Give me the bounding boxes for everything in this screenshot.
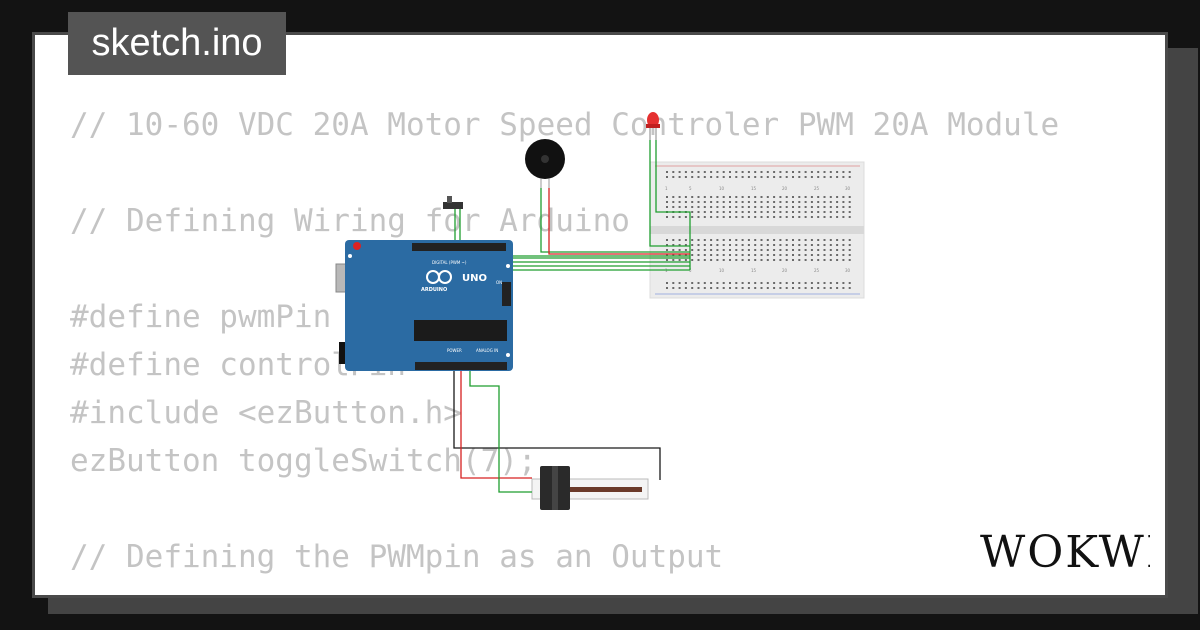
slide-potentiometer[interactable] [531,466,649,510]
svg-text:10: 10 [719,268,725,273]
svg-text:30: 30 [845,186,851,191]
board-analog-label: ANALOG IN [476,348,498,353]
breadboard-holes [666,171,851,289]
svg-text:1: 1 [665,186,668,191]
slide-switch[interactable] [443,196,463,209]
board-power-label: POWER [447,348,462,353]
code-line-10: // Defining the PWMpin as an Output [70,539,724,575]
svg-text:30: 30 [845,268,851,273]
wokwi-logo: WOKWI [980,527,1150,575]
board-on-label: ON [496,280,502,285]
svg-text:15: 15 [751,186,757,191]
svg-text:20: 20 [782,186,788,191]
svg-text:15: 15 [751,268,757,273]
code-line-1: // 10-60 VDC 20A Motor Speed Controler P… [70,107,1060,143]
board-uno-label: UNO [462,273,487,284]
sketch-filename-tab[interactable]: sketch.ino [68,12,286,75]
red-led[interactable] [646,112,660,140]
svg-text:20: 20 [782,268,788,273]
code-line-3: // Defining Wiring for Arduino [70,203,630,239]
svg-text:5: 5 [689,186,692,191]
code-line-5: #define pwmPin [70,299,332,335]
svg-text:25: 25 [814,268,820,273]
svg-text:WOKWI: WOKWI [980,527,1150,575]
svg-text:5: 5 [689,268,692,273]
board-brand-label: ARDUINO [421,287,447,293]
svg-text:25: 25 [814,186,820,191]
code-line-8: ezButton toggleSwitch(7); [70,443,537,479]
project-card[interactable]: // 10-60 VDC 20A Motor Speed Controler P… [32,32,1168,598]
breadboard[interactable]: 1 5 10 15 20 25 30 1 5 10 15 20 25 30 [649,161,865,299]
arduino-uno-board[interactable]: UNO ARDUINO DIGITAL (PWM ~) POWER ANALOG… [335,240,513,371]
buzzer[interactable] [525,139,565,188]
breadboard-column-numbers: 1 5 10 15 20 25 30 1 5 10 15 20 25 30 [665,186,851,273]
code-line-7: #include <ezButton.h> [70,395,462,431]
svg-text:10: 10 [719,186,725,191]
board-digital-label: DIGITAL (PWM ~) [432,260,467,265]
